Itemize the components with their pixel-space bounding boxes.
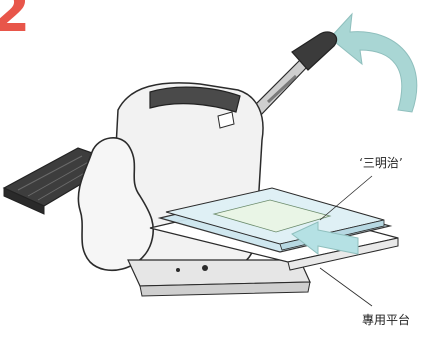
platform-leader-line <box>320 268 372 306</box>
sandwich-label: ‘三明治’ <box>359 154 403 171</box>
curved-arrow-icon <box>330 14 417 112</box>
platform-label: 專用平台 <box>362 311 410 328</box>
step-number: 2 <box>0 0 30 40</box>
machine-base <box>128 260 310 296</box>
handle <box>250 32 337 118</box>
